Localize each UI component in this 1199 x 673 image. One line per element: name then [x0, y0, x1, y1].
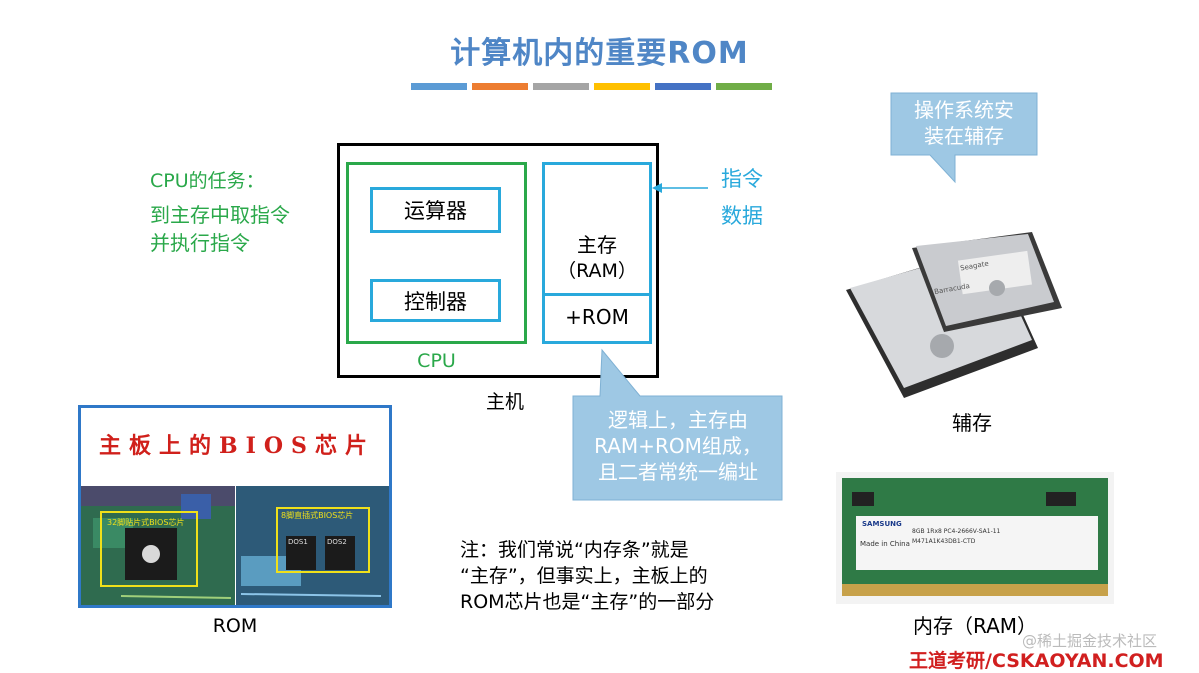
- chip1-tag: 32脚贴片式BIOS芯片: [107, 518, 185, 527]
- cpu-box: [346, 162, 527, 344]
- rom-label: +ROM: [565, 305, 629, 329]
- main-memory-box: [542, 162, 652, 344]
- title-bar-segment: [472, 83, 528, 90]
- ram-caption: 内存（RAM）: [912, 614, 1038, 638]
- arrow-icon: [652, 183, 708, 193]
- note-line: ROM芯片也是“主存”的一部分: [460, 591, 715, 613]
- bios-chips-photo: [81, 486, 389, 605]
- bios-heading: 主板上的BIOS芯片: [99, 433, 375, 459]
- main-memory-label: 主存: [577, 233, 617, 257]
- alu-box: 运算器: [370, 187, 501, 233]
- brand-footer: 王道考研/CSKAOYAN.COM: [909, 650, 1164, 672]
- page-title: 计算机内的重要ROM: [450, 36, 749, 71]
- main-memory-ram-label: （RAM）: [557, 260, 637, 282]
- host-label: 主机: [485, 391, 524, 413]
- callout-os-line: 操作系统安: [914, 98, 1014, 122]
- rom-caption: ROM: [212, 615, 258, 637]
- callout-os-shape: [890, 92, 1038, 184]
- callout-os-line: 装在辅存: [924, 124, 1004, 148]
- ram-brand: SAMSUNG: [862, 520, 902, 528]
- note-line: 注：我们常说“内存条”就是: [460, 539, 689, 561]
- instruction-label: 指令: [721, 167, 763, 191]
- memory-divider: [542, 293, 652, 296]
- chip-mark: DOS1: [288, 538, 308, 546]
- cpu-task-line: 到主存中取指令: [150, 203, 290, 227]
- ram-stick-photo: [836, 472, 1114, 604]
- title-bar-segment: [411, 83, 467, 90]
- aux-storage-caption: 辅存: [952, 411, 992, 435]
- host-box: [337, 143, 659, 378]
- ram-part: 8GB 1Rx8 PC4-2666V-SA1-11: [912, 528, 1001, 535]
- ram-madein: Made in China: [860, 540, 910, 548]
- ram-part: M471A1K43DB1-CTD: [912, 538, 976, 545]
- hard-drives-photo: [846, 232, 1062, 398]
- cpu-task-line: 并执行指令: [150, 231, 250, 255]
- cpu-label: CPU: [417, 350, 456, 372]
- callout-logic-shape: [572, 348, 783, 501]
- title-bar-segment: [655, 83, 711, 90]
- bios-photo-panel: 主板上的BIOS芯片 32脚贴片式BIOS芯片 8脚直插式BIOS芯片 DOS1…: [78, 405, 392, 608]
- callout-logic-line: 逻辑上，主存由: [608, 408, 748, 432]
- title-bar-segment: [533, 83, 589, 90]
- chip-mark: DOS2: [327, 538, 347, 546]
- note-line: “主存”，但事实上，主板上的: [460, 565, 708, 587]
- watermark: @稀土掘金技术社区: [1022, 632, 1158, 650]
- callout-logic-line: 且二者常统一编址: [598, 460, 758, 484]
- bios-heading-area: 主板上的BIOS芯片: [81, 408, 389, 486]
- chip2-tag: 8脚直插式BIOS芯片: [281, 511, 354, 520]
- title-bar-segment: [594, 83, 650, 90]
- data-label: 数据: [721, 204, 763, 228]
- control-unit-box: 控制器: [370, 279, 501, 322]
- callout-logic-line: RAM+ROM组成，: [594, 434, 762, 458]
- title-bar-segment: [716, 83, 772, 90]
- cpu-task-heading: CPU的任务：: [150, 170, 265, 192]
